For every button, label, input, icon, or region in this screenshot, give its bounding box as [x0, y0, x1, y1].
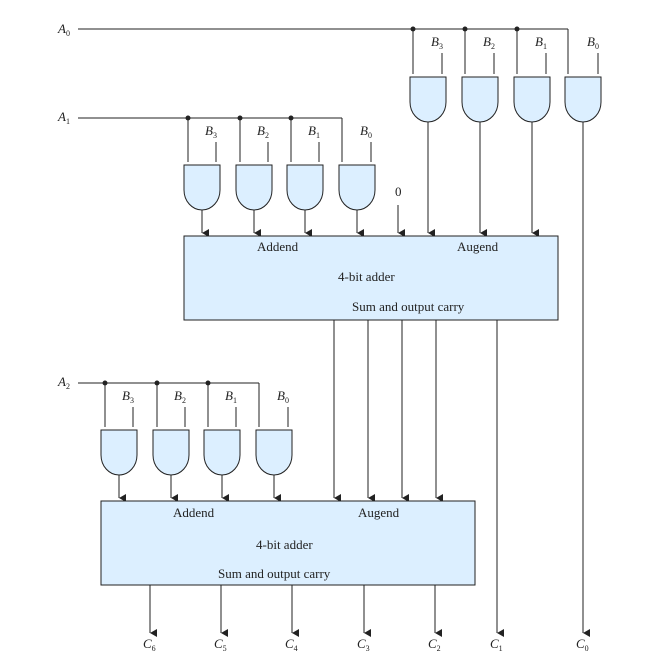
- and-gate: [564, 76, 602, 123]
- output-label-c4: C4: [285, 636, 298, 653]
- top-adder-box: [183, 235, 559, 321]
- input-label-a1: A1: [57, 109, 70, 126]
- bottom-adder-addend: Addend: [173, 505, 215, 520]
- b1-label: B1: [308, 123, 320, 140]
- b0-label: B0: [360, 123, 372, 140]
- input-label-a2: A2: [57, 374, 70, 391]
- and-gate: [255, 429, 293, 476]
- b2-label: B2: [174, 388, 186, 405]
- output-label-c5: C5: [214, 636, 227, 653]
- b0-label: B0: [587, 34, 599, 51]
- top-adder-addend: Addend: [257, 239, 299, 254]
- top-adder-sum: Sum and output carry: [352, 299, 465, 314]
- b2-label: B2: [483, 34, 495, 51]
- and-gate: [338, 164, 376, 211]
- top-adder-augend: Augend: [457, 239, 499, 254]
- bottom-adder-title: 4-bit adder: [256, 537, 313, 552]
- b0-label: B0: [277, 388, 289, 405]
- output-label-c2: C2: [428, 636, 441, 653]
- and-gate: [183, 164, 221, 211]
- b3-label: B3: [431, 34, 443, 51]
- and-gate: [235, 164, 273, 211]
- and-gate: [409, 76, 447, 123]
- and-gate: [286, 164, 324, 211]
- input-label-a0: A0: [57, 21, 70, 38]
- bottom-adder-sum: Sum and output carry: [218, 566, 331, 581]
- b2-label: B2: [257, 123, 269, 140]
- and-gate: [152, 429, 190, 476]
- bottom-adder-box: [100, 500, 476, 586]
- top-adder-title: 4-bit adder: [338, 269, 395, 284]
- bottom-adder-augend: Augend: [358, 505, 400, 520]
- and-gate: [461, 76, 499, 123]
- and-gate: [203, 429, 241, 476]
- zero-input-label: 0: [395, 184, 402, 199]
- b1-label: B1: [225, 388, 237, 405]
- b3-label: B3: [122, 388, 134, 405]
- output-label-c6: C6: [143, 636, 156, 653]
- and-gate: [100, 429, 138, 476]
- b3-label: B3: [205, 123, 217, 140]
- output-label-c3: C3: [357, 636, 370, 653]
- output-label-c1: C1: [490, 636, 503, 653]
- output-label-c0: C0: [576, 636, 589, 653]
- and-gate: [513, 76, 551, 123]
- b1-label: B1: [535, 34, 547, 51]
